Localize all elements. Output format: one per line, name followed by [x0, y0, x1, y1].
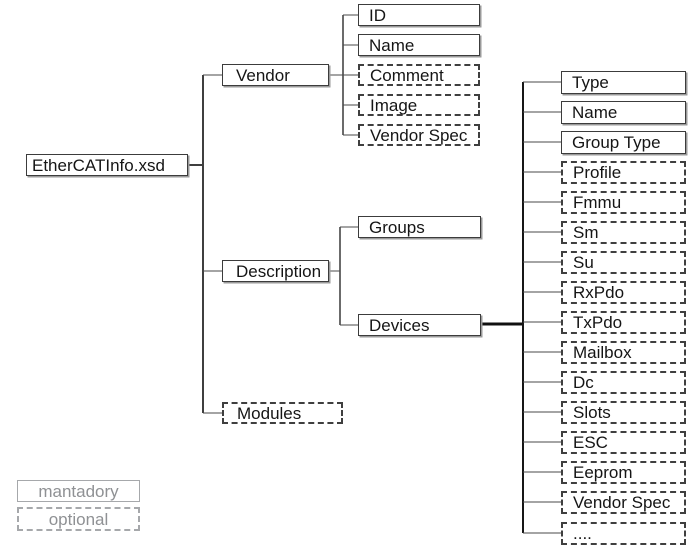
legend-optional: optional [17, 507, 140, 531]
node-device-vendor-spec: Vendor Spec [561, 491, 686, 514]
node-device-rxpdo: RxPdo [561, 281, 686, 304]
legend-mandatory: mantadory [17, 480, 140, 502]
node-device-slots: Slots [561, 401, 686, 424]
node-vendor-image: Image [358, 94, 480, 116]
node-vendor-vendor-spec: Vendor Spec [358, 124, 480, 146]
node-device-mailbox: Mailbox [561, 341, 686, 364]
node-device-txpdo: TxPdo [561, 311, 686, 334]
node-device-eeprom: Eeprom [561, 461, 686, 484]
node-device-name: Name [561, 101, 686, 124]
node-device-ellipsis: .... [561, 522, 686, 545]
node-device-fmmu: Fmmu [561, 191, 686, 214]
node-device-profile: Profile [561, 161, 686, 184]
node-devices: Devices [358, 314, 481, 336]
node-vendor-name: Name [358, 34, 480, 56]
node-device-group-type: Group Type [561, 131, 686, 154]
node-modules: Modules [222, 402, 343, 424]
node-device-su: Su [561, 251, 686, 274]
node-device-sm: Sm [561, 221, 686, 244]
node-groups: Groups [358, 216, 481, 238]
node-device-esc: ESC [561, 431, 686, 454]
node-vendor-comment: Comment [358, 64, 480, 86]
node-vendor: Vendor [222, 64, 329, 86]
node-description: Description [222, 260, 329, 282]
node-device-type: Type [561, 71, 686, 94]
node-vendor-id: ID [358, 4, 480, 26]
node-ethercatinfo-xsd: EtherCATInfo.xsd [26, 154, 188, 176]
node-device-dc: Dc [561, 371, 686, 394]
